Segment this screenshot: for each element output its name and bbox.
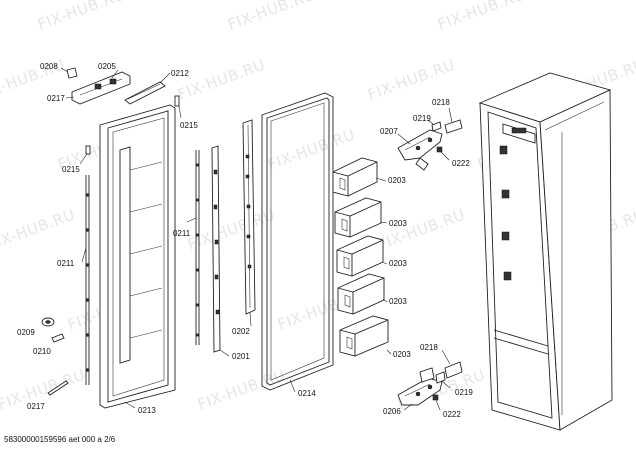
part-0203-bin-3 xyxy=(336,235,388,277)
label-0208: 0208 xyxy=(40,62,58,71)
part-0202-rail xyxy=(242,119,256,327)
label-0218-bottom: 0218 xyxy=(420,343,438,352)
label-0219-bottom: 0219 xyxy=(455,388,473,397)
part-0219-bottom-spacer xyxy=(435,371,451,389)
label-0203-3: 0203 xyxy=(389,259,407,268)
part-0218-bottom-plate xyxy=(441,349,463,379)
part-0205-top-bracket xyxy=(71,69,131,105)
watermark: FIX-HUB.RU xyxy=(225,0,317,34)
part-0217-bottom-pin xyxy=(47,380,69,396)
part-0218-top-plate xyxy=(444,107,463,134)
label-0211-middle: 0211 xyxy=(173,229,191,238)
part-0215-top-clip xyxy=(174,95,182,119)
label-0218-top: 0218 xyxy=(432,98,450,107)
part-0217-top xyxy=(65,96,75,99)
part-0209-roller xyxy=(41,317,55,327)
watermark: FIX-HUB.RU xyxy=(365,55,457,103)
part-0210-cap xyxy=(51,333,65,343)
label-0213: 0213 xyxy=(138,406,156,415)
label-0214: 0214 xyxy=(298,389,316,398)
label-0212: 0212 xyxy=(171,69,189,78)
part-0203-bin-5 xyxy=(339,315,392,357)
part-0222-bottom-screw xyxy=(432,394,441,411)
cabinet-body xyxy=(478,72,613,431)
label-0222-top: 0222 xyxy=(452,159,470,168)
label-0205: 0205 xyxy=(98,62,116,71)
watermark: FIX-HUB.RU xyxy=(35,0,127,34)
part-0206-bottom-hinge xyxy=(397,367,443,411)
watermark: FIX-HUB.RU xyxy=(175,55,267,103)
part-0201-rail xyxy=(211,145,230,357)
label-0217-top: 0217 xyxy=(47,94,65,103)
label-0211-left: 0211 xyxy=(57,259,75,268)
part-0207-top-hinge xyxy=(397,129,443,171)
label-0203-1: 0203 xyxy=(388,176,406,185)
label-0219-top: 0219 xyxy=(413,114,431,123)
part-0219-top-spacer xyxy=(427,119,442,132)
label-0207: 0207 xyxy=(380,127,398,136)
part-0215-left-clip xyxy=(79,145,91,165)
part-0203-bin-2 xyxy=(334,197,388,238)
label-0203-2: 0203 xyxy=(389,219,407,228)
label-0217-bottom: 0217 xyxy=(27,402,45,411)
part-0211-middle-rail xyxy=(186,150,200,345)
part-0208-clip xyxy=(60,67,78,79)
label-0202: 0202 xyxy=(232,327,250,336)
label-0201: 0201 xyxy=(232,352,250,361)
watermark: FIX-HUB.RU xyxy=(375,205,467,253)
label-0206: 0206 xyxy=(383,407,401,416)
label-0222-bottom: 0222 xyxy=(443,410,461,419)
label-0209: 0209 xyxy=(17,328,35,337)
part-0213-door xyxy=(99,104,176,409)
part-0203-bin-1 xyxy=(332,157,387,197)
label-0203-4: 0203 xyxy=(389,297,407,306)
label-0210: 0210 xyxy=(33,347,51,356)
footer-doc-id: 58300000159596 aet 000 a 2/6 xyxy=(4,435,116,444)
watermark: FIX-HUB.RU xyxy=(0,205,78,253)
part-0214-gasket xyxy=(261,92,334,393)
part-0222-top-screw xyxy=(436,146,450,161)
watermark: FIX-HUB.RU xyxy=(435,0,527,34)
callout-labels: 0208 0205 0212 0217 0215 0215 0211 0211 … xyxy=(17,62,473,419)
label-0215-right: 0215 xyxy=(180,121,198,130)
label-0215-left: 0215 xyxy=(62,165,80,174)
label-0203-5: 0203 xyxy=(393,350,411,359)
part-0211-left-rail xyxy=(81,175,90,385)
watermark: FIX-HUB.RU xyxy=(195,365,287,413)
part-0212-handle-top xyxy=(124,72,171,105)
part-0203-bin-4 xyxy=(337,273,388,315)
